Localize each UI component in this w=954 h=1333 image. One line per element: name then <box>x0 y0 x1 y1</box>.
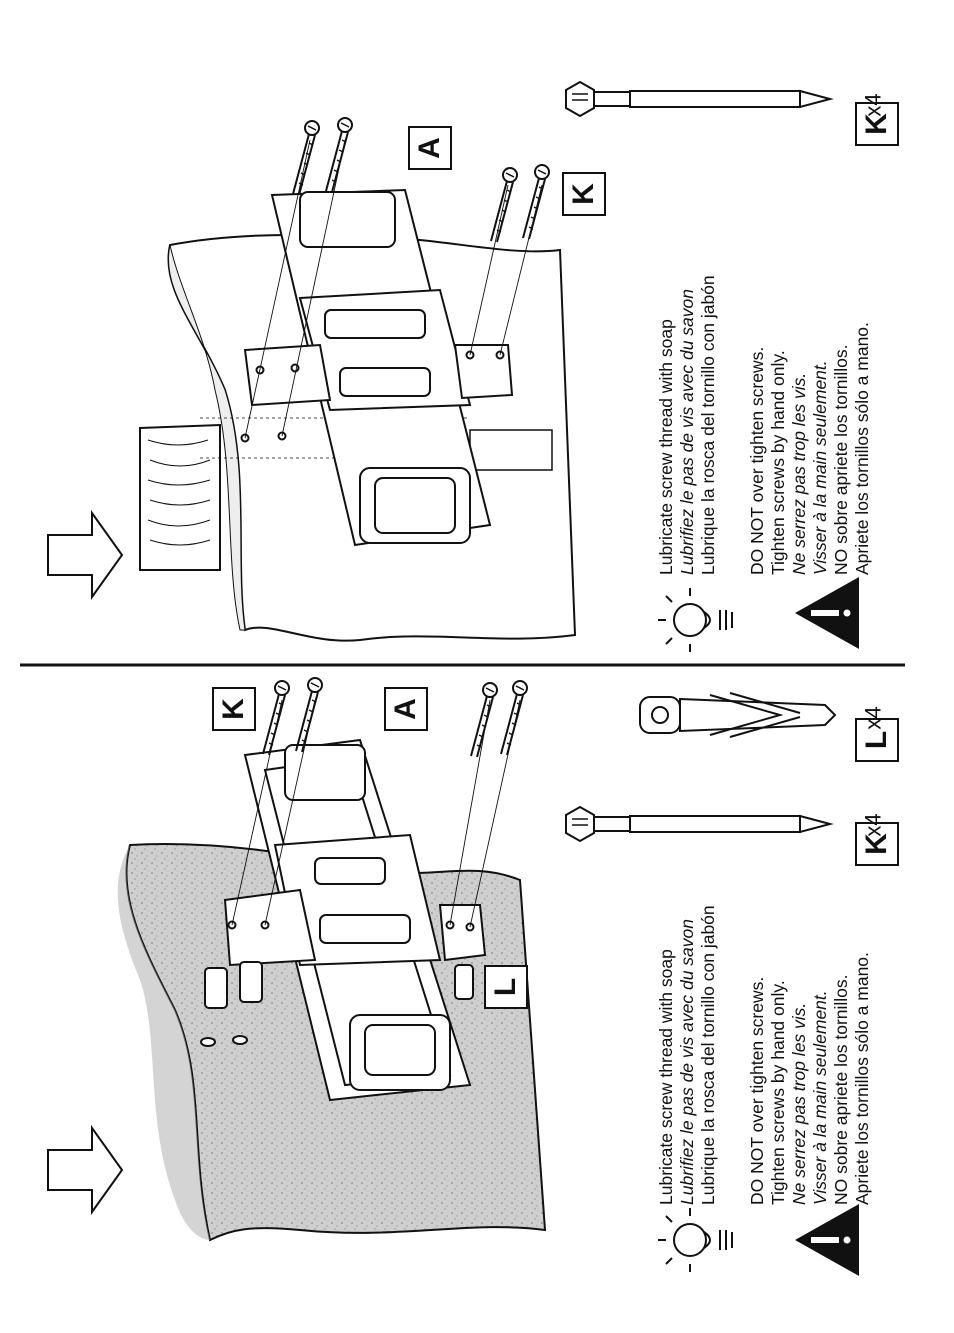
warning-en-1: DO NOT over tighten screws. <box>747 346 767 575</box>
warning-en-1: DO NOT over tighten screws. <box>747 976 767 1205</box>
lubricate-en: Lubricate screw thread with soap <box>656 319 676 575</box>
warning-es-1: NO sobre apriete los tornillos. <box>831 974 851 1205</box>
warning-triangle-icon <box>795 577 859 649</box>
lubricate-fr: Lubrifiez le pas de vis avec du savon <box>677 289 697 575</box>
screw-icon <box>522 164 550 240</box>
warning-en-2: Tighten screws by hand only. <box>768 350 788 575</box>
warning-fr-1: Ne serrez pas trop les vis. <box>789 372 809 575</box>
screw-icon <box>325 117 353 193</box>
warning-fr-2: Visser à la main seulement. <box>810 990 830 1205</box>
mount-plate-upper <box>240 188 514 547</box>
warning-fr-1: Ne serrez pas trop les vis. <box>789 1002 809 1205</box>
part-label-text: K <box>567 183 600 205</box>
arrow-right-icon <box>47 512 123 598</box>
warning-es-2: Apriete los tornillos sólo a mano. <box>852 952 872 1205</box>
part-label-a: A <box>384 687 428 731</box>
l-quantity: x4 <box>860 706 886 730</box>
k-quantity-upper: x4 <box>860 93 886 117</box>
part-label-k-upper: K <box>562 172 606 216</box>
part-label-l: L <box>484 965 528 1009</box>
part-label-k: K <box>212 687 256 731</box>
part-label-text: A <box>389 698 422 720</box>
screw-icon <box>262 680 290 756</box>
screw-icon <box>565 81 831 117</box>
guide-lines-upper <box>244 139 543 439</box>
screw-icon <box>490 167 518 243</box>
lubricate-fr: Lubrifiez le pas de vis avec du savon <box>677 919 697 1205</box>
screw-icon <box>470 682 498 758</box>
k-quantity: x4 <box>860 813 886 837</box>
warning-en-2: Tighten screws by hand only. <box>768 980 788 1205</box>
lightbulb-icon <box>657 1207 733 1273</box>
part-label-k-qty: K <box>855 822 899 866</box>
lubricate-es: Lubrique la rosca del tornillo con jabón <box>698 275 718 575</box>
screw-icon <box>565 806 831 842</box>
part-label-l-qty: L <box>855 718 899 762</box>
part-label-k-qty-upper: K <box>855 102 899 146</box>
part-label-text: A <box>413 137 446 159</box>
warning-es-2: Apriete los tornillos sólo a mano. <box>852 322 872 575</box>
instructions-lower: Lubricate screw thread with soap Lubrifi… <box>656 905 873 1205</box>
wall-anchor-icon <box>639 692 837 738</box>
wall-anchors-lower <box>200 961 474 1047</box>
instructions-upper: Lubricate screw thread with soap Lubrifi… <box>656 275 873 575</box>
lubricate-en: Lubricate screw thread with soap <box>656 949 676 1205</box>
part-label-text: L <box>489 977 522 997</box>
warning-triangle-icon <box>795 1204 859 1276</box>
lightbulb-icon <box>657 587 733 653</box>
warning-fr-2: Visser à la main seulement. <box>810 360 830 575</box>
warning-es-1: NO sobre apriete los tornillos. <box>831 344 851 575</box>
mount-plate-lower <box>223 738 487 1102</box>
screw-icon <box>500 680 528 756</box>
part-label-a-upper: A <box>408 126 452 170</box>
part-label-text: L <box>860 730 893 750</box>
part-label-text: K <box>217 698 250 720</box>
lubricate-es: Lubrique la rosca del tornillo con jabón <box>698 905 718 1205</box>
arrow-right-icon <box>47 1127 123 1213</box>
screw-icon <box>295 677 323 753</box>
